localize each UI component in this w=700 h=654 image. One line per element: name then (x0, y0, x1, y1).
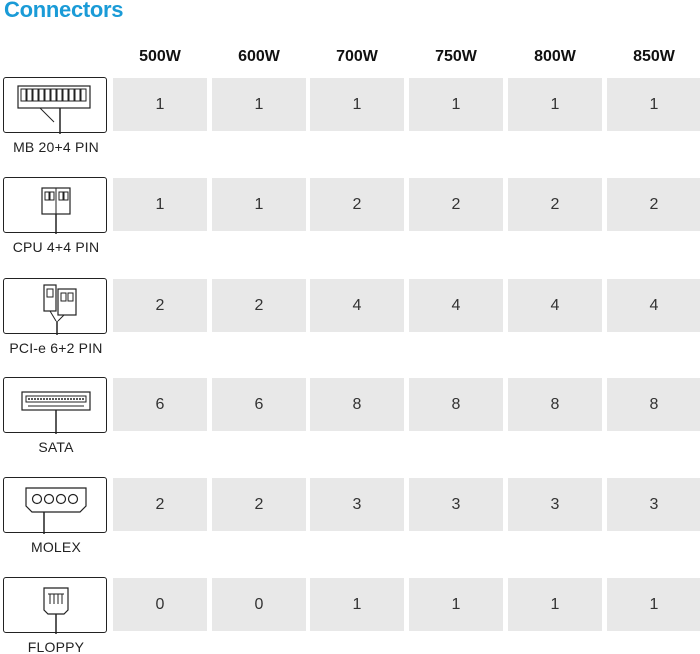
value-cell: 3 (607, 478, 700, 531)
value-cell: 3 (508, 478, 602, 531)
value-cell: 1 (212, 78, 306, 131)
connector-label: PCI-e 6+2 PIN (9, 340, 103, 356)
connector-label: CPU 4+4 PIN (12, 239, 100, 255)
header-800w: 800W (534, 48, 576, 65)
value-cell: 2 (508, 178, 602, 231)
sata-connector-icon (3, 377, 107, 434)
value-cell: 2 (409, 178, 503, 231)
header-500w: 500W (139, 48, 181, 65)
mb-20-4-pin-connector-icon (3, 77, 107, 134)
value-cell: 2 (113, 279, 207, 332)
wattage-header-row: 500W 600W 700W 750W 800W 850W (113, 48, 700, 70)
value-cell: 4 (607, 279, 700, 332)
header-700w: 700W (336, 48, 378, 65)
value-cell: 2 (212, 279, 306, 332)
value-cell: 0 (212, 578, 306, 631)
value-cell: 8 (409, 378, 503, 431)
connector-row-mb: MB 20+4 PIN 1 1 1 1 1 1 (0, 77, 700, 167)
header-750w: 750W (435, 48, 477, 65)
header-600w: 600W (238, 48, 280, 65)
value-cell: 3 (409, 478, 503, 531)
value-cell: 6 (212, 378, 306, 431)
connector-label: FLOPPY (27, 639, 85, 654)
value-cell: 1 (113, 78, 207, 131)
value-cell: 2 (310, 178, 404, 231)
connector-row-cpu: CPU 4+4 PIN 1 1 2 2 2 2 (0, 177, 700, 267)
pcie-6-2-pin-connector-icon (3, 278, 107, 335)
value-cell: 1 (113, 178, 207, 231)
value-cell: 1 (310, 78, 404, 131)
connector-label: MOLEX (30, 539, 81, 555)
value-cell: 1 (212, 178, 306, 231)
value-cell: 1 (607, 578, 700, 631)
value-cell: 8 (310, 378, 404, 431)
value-cell: 0 (113, 578, 207, 631)
value-cell: 1 (409, 78, 503, 131)
value-cell: 6 (113, 378, 207, 431)
molex-connector-icon (3, 477, 107, 534)
connector-row-pcie: PCI-e 6+2 PIN 2 2 4 4 4 4 (0, 278, 700, 368)
value-cell: 3 (310, 478, 404, 531)
connector-label: SATA (38, 439, 74, 455)
cpu-4-4-pin-connector-icon (3, 177, 107, 234)
value-cell: 2 (113, 478, 207, 531)
value-cell: 8 (607, 378, 700, 431)
connector-row-molex: MOLEX 2 2 3 3 3 3 (0, 477, 700, 567)
value-cell: 8 (508, 378, 602, 431)
value-cell: 1 (508, 78, 602, 131)
connector-row-floppy: FLOPPY 0 0 1 1 1 1 (0, 577, 700, 654)
value-cell: 2 (212, 478, 306, 531)
floppy-connector-icon (3, 577, 107, 634)
connector-row-sata: SATA 6 6 8 8 8 8 (0, 377, 700, 467)
value-cell: 4 (508, 279, 602, 332)
value-cell: 4 (310, 279, 404, 332)
value-cell: 1 (310, 578, 404, 631)
value-cell: 2 (607, 178, 700, 231)
value-cell: 1 (508, 578, 602, 631)
header-850w: 850W (633, 48, 675, 65)
value-cell: 4 (409, 279, 503, 332)
page-title: Connectors (4, 0, 124, 22)
connector-label: MB 20+4 PIN (13, 139, 99, 155)
value-cell: 1 (607, 78, 700, 131)
value-cell: 1 (409, 578, 503, 631)
